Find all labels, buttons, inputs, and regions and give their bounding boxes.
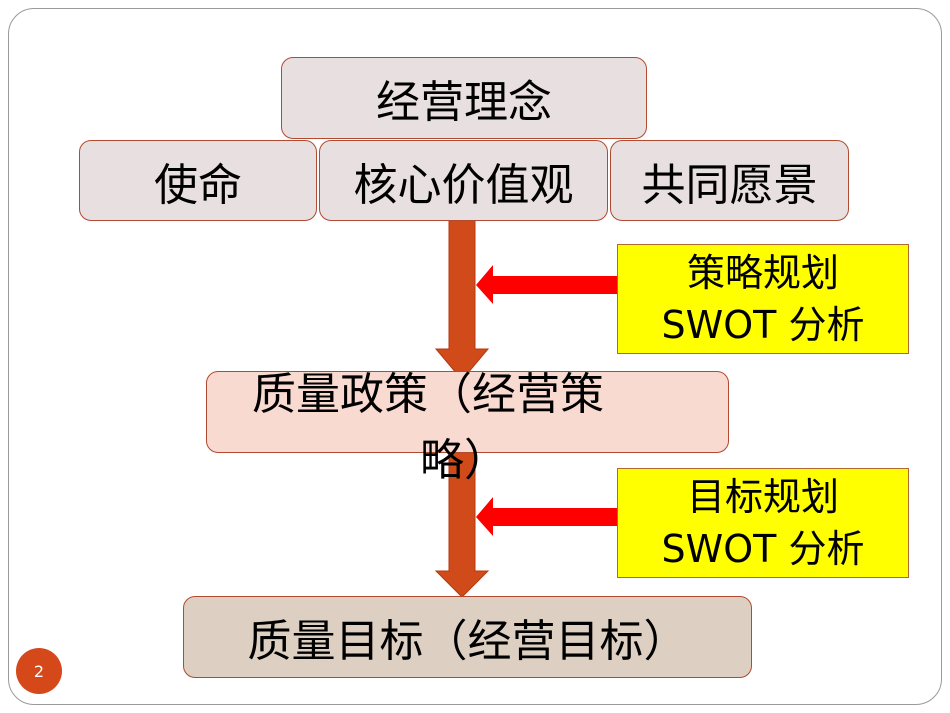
left-arrow-1 (476, 265, 617, 304)
down-arrow-2 (434, 451, 490, 598)
quality-goals-box: 质量目标（经营目标） (183, 596, 752, 678)
quality-policy-box (206, 371, 729, 453)
philosophy-box: 经营理念 (281, 57, 647, 139)
strategy-line2: SWOT 分析 (661, 303, 865, 347)
slide-frame (8, 8, 942, 705)
policy-line1: 质量政策（经营策 (252, 369, 604, 420)
objective-planning-box: 目标规划 SWOT 分析 (617, 468, 909, 578)
page-number: 2 (16, 648, 62, 694)
down-arrow-1 (434, 219, 490, 381)
left-arrow-2 (476, 497, 617, 536)
objective-line2: SWOT 分析 (661, 527, 865, 571)
strategy-line1: 策略规划 (686, 251, 839, 295)
objective-line1: 目标规划 (686, 475, 839, 519)
strategy-planning-box: 策略规划 SWOT 分析 (617, 244, 909, 354)
policy-line2: 略） (420, 435, 508, 486)
vision-box: 共同愿景 (610, 140, 849, 221)
mission-box: 使命 (79, 140, 317, 221)
core-values-box: 核心价值观 (319, 140, 608, 221)
